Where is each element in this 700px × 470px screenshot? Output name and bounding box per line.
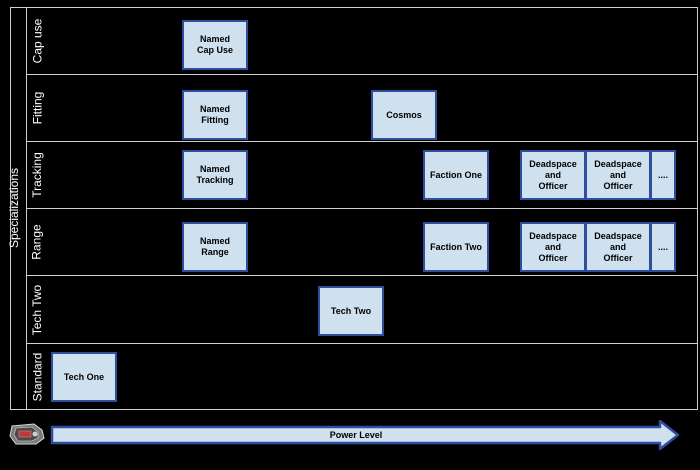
specializations-axis-label: Specializations: [7, 167, 22, 249]
box-named-range: Named Range: [182, 222, 248, 272]
row-tech-two: Tech Two Tech Two: [26, 275, 698, 343]
box-named-cap-use: Named Cap Use: [182, 20, 248, 70]
row-label: Tracking: [30, 152, 45, 198]
row-label: Range: [30, 224, 44, 260]
rows-container: Cap use Named Cap Use Fitting Named Fitt…: [26, 7, 698, 410]
box-ellipsis: ....: [650, 150, 676, 200]
row-label: Cap use: [30, 18, 45, 64]
ship-logo-icon: [8, 420, 46, 448]
row-range: Range Named Range Faction Two Deadspace …: [26, 208, 698, 275]
row-label: Standard: [30, 352, 45, 402]
box-ellipsis-2: ....: [650, 222, 676, 272]
box-faction-two: Faction Two: [423, 222, 489, 272]
box-deadspace-officer-3: Deadspace and Officer: [520, 222, 586, 272]
box-tech-two: Tech Two: [318, 286, 384, 336]
box-named-fitting: Named Fitting: [182, 90, 248, 140]
box-deadspace-officer-2: Deadspace and Officer: [585, 150, 651, 200]
box-faction-one: Faction One: [423, 150, 489, 200]
box-deadspace-officer-4: Deadspace and Officer: [585, 222, 651, 272]
row-label: Fitting: [30, 91, 44, 125]
power-level-arrow: Power Level: [50, 419, 680, 451]
power-level-label: Power Level: [329, 430, 383, 440]
row-label: Tech Two: [30, 284, 45, 335]
row-fitting: Fitting Named Fitting Cosmos: [26, 74, 698, 141]
row-tracking: Tracking Named Tracking Faction One Dead…: [26, 141, 698, 208]
box-tech-one: Tech One: [51, 352, 117, 402]
box-cosmos: Cosmos: [371, 90, 437, 140]
row-standard: Standard Tech One: [26, 343, 698, 410]
box-deadspace-officer-1: Deadspace and Officer: [520, 150, 586, 200]
row-cap-use: Cap use Named Cap Use: [26, 7, 698, 74]
box-named-tracking: Named Tracking: [182, 150, 248, 200]
